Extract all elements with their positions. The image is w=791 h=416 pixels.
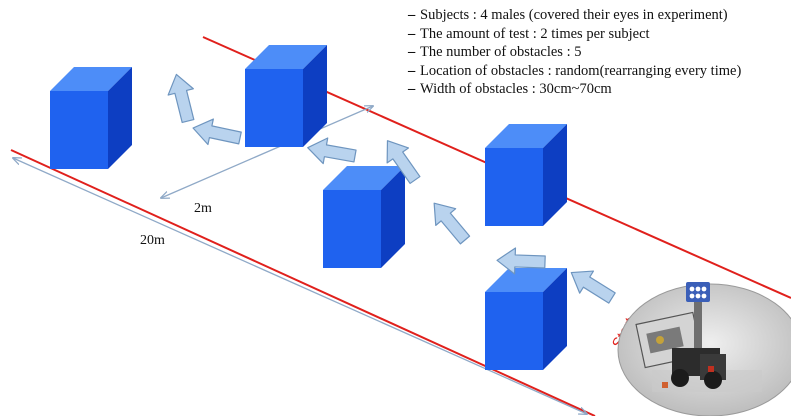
cube-obstacle-icon	[245, 45, 327, 147]
note-obstacle-count: –The number of obstacles : 5	[408, 44, 582, 60]
direction-arrow-icon	[189, 114, 244, 152]
note-subjects: –Subjects : 4 males (covered their eyes …	[408, 7, 728, 23]
cube-obstacle-icon	[323, 166, 405, 268]
note-test-count: –The amount of test : 2 times per subjec…	[408, 25, 650, 42]
width-label: 2m	[194, 201, 212, 216]
note-obstacle-location: –Location of obstacles : random(rearrang…	[408, 62, 742, 79]
walking-robot-photo-icon	[617, 282, 791, 416]
cube-obstacle-icon	[485, 268, 567, 370]
cube-obstacle-icon	[50, 67, 132, 169]
length-dimension-arrow	[13, 158, 587, 414]
direction-arrow-icon	[163, 70, 202, 125]
experiment-notes: –Subjects : 4 males (covered their eyes …	[408, 6, 741, 99]
direction-arrow-icon	[304, 134, 358, 170]
note-obstacle-width: –Width of obstacles : 30cm~70cm	[408, 81, 612, 97]
cube-obstacle-icon	[485, 124, 567, 226]
direction-arrow-icon	[563, 260, 620, 310]
direction-arrow-icon	[423, 194, 476, 249]
length-label: 20m	[140, 233, 165, 248]
